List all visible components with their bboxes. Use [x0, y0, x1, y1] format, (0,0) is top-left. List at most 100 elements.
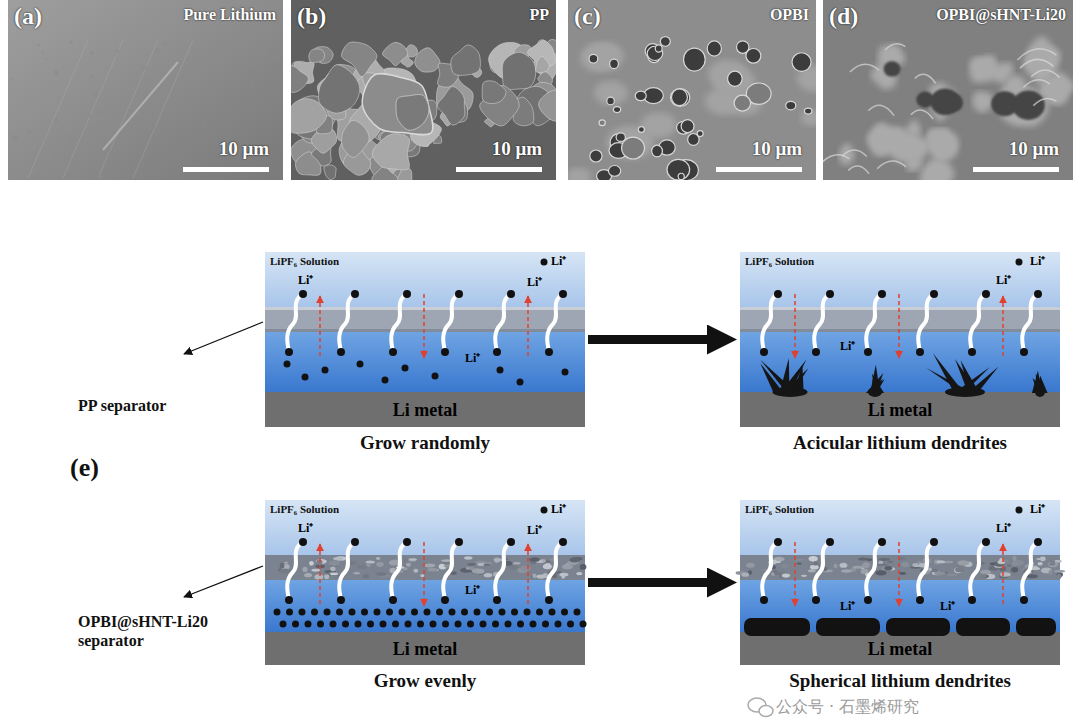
sem-micrograph — [568, 168, 591, 180]
lithium-deposit — [524, 609, 531, 616]
lithium-deposit — [467, 621, 474, 628]
panel-caption: Grow evenly — [235, 670, 615, 692]
sem-micrograph — [254, 119, 256, 121]
sem-micrograph — [915, 74, 936, 83]
separator-layer — [265, 307, 585, 332]
ion-channel — [403, 538, 411, 546]
ion-channel — [443, 294, 459, 352]
sem-micrograph — [54, 118, 58, 122]
ion-channel — [337, 348, 345, 356]
ion-channel — [968, 348, 976, 356]
lithium-deposit — [405, 621, 412, 628]
separator-layer — [366, 560, 375, 563]
lithium-deposit — [505, 621, 512, 628]
sem-micrograph — [309, 49, 325, 63]
separator-layer — [833, 564, 837, 569]
ion-channel — [507, 290, 515, 298]
sem-micrograph — [396, 94, 429, 130]
ion-channel — [774, 290, 782, 298]
sem-micrograph — [8, 0, 283, 180]
ion-channel — [391, 294, 407, 352]
separator-layer — [469, 566, 474, 570]
scale-label: 10 μm — [752, 138, 802, 160]
separator-layer — [406, 563, 411, 567]
separator-layer — [1003, 559, 1008, 562]
separator-layer — [877, 564, 888, 566]
separator-layer — [316, 559, 327, 564]
sem-micrograph — [842, 150, 867, 156]
separator-layer — [562, 564, 573, 569]
ion-label: Li⁺ — [465, 584, 480, 598]
ion-channel — [495, 542, 511, 600]
ion-channel — [760, 348, 768, 356]
separator-layer — [532, 573, 536, 578]
ion-channel — [866, 542, 882, 600]
sem-micrograph — [970, 58, 1000, 83]
separator-layer — [878, 558, 890, 561]
separator-layer — [302, 567, 307, 572]
lithium-deposit — [355, 621, 362, 628]
lithium-deposit — [744, 618, 1056, 636]
sem-micrograph — [451, 45, 481, 75]
sem-micrograph — [589, 54, 598, 63]
separator-layer — [284, 562, 288, 564]
scale-label: 10 μm — [219, 138, 269, 160]
ion-channel — [443, 542, 459, 600]
sem-micrograph — [839, 143, 855, 165]
separator-layer — [875, 570, 886, 575]
sem-micrograph — [792, 53, 811, 72]
separator-layer — [1012, 562, 1018, 566]
lithium-deposit — [1016, 618, 1056, 636]
sem-micrograph — [502, 52, 535, 89]
lithium-deposit — [317, 621, 324, 628]
ion-channel — [930, 290, 938, 298]
separator-layer — [358, 565, 368, 569]
lithium-deposit — [399, 609, 406, 616]
sem-micrograph — [437, 87, 465, 125]
sem-micrograph — [133, 40, 193, 178]
lithium-deposit — [284, 361, 291, 368]
lithium-deposit — [386, 609, 393, 616]
separator-layer — [354, 572, 361, 574]
scale-bar — [716, 167, 802, 172]
ion-channel — [351, 290, 359, 298]
separator-layer — [980, 570, 991, 575]
ion-flux-arrow — [1002, 296, 1004, 356]
lithium-deposit — [956, 618, 1010, 636]
lithium-deposit — [302, 374, 309, 381]
ion-channel — [826, 538, 834, 546]
ion-channel — [762, 294, 778, 352]
electrolyte-label: LiPF₆ Solution — [745, 255, 814, 268]
ion-channel — [774, 538, 782, 546]
lithium-deposit — [492, 621, 499, 628]
sem-micrograph — [202, 122, 206, 126]
sem-micrograph — [616, 133, 625, 142]
sem-micrograph — [594, 81, 628, 105]
lithium-deposit — [580, 621, 587, 628]
sem-image: (b)PP10 μm — [291, 0, 556, 180]
process-arrow — [588, 578, 718, 587]
sem-micrograph — [131, 119, 136, 124]
scale-label: 10 μm — [492, 138, 542, 160]
separator-layer — [376, 562, 384, 567]
sem-micrograph — [92, 92, 97, 97]
sem-micrograph — [53, 154, 56, 157]
lithium-deposit — [542, 621, 549, 628]
panel-letter: (b) — [297, 3, 326, 31]
ion-flux-arrow — [1002, 544, 1004, 604]
schematic-illustration — [265, 252, 585, 427]
separator-layer — [569, 557, 580, 562]
separator-layer — [1026, 574, 1038, 578]
lithium-deposit — [342, 621, 349, 628]
ion-label: Li⁺ — [298, 274, 313, 288]
ion-channel — [864, 596, 872, 604]
ion-label: Li⁺ — [465, 352, 480, 366]
sem-micrograph — [1017, 49, 1056, 60]
separator-layer — [304, 573, 312, 577]
ion-channel — [916, 348, 924, 356]
separator-layer — [813, 561, 817, 565]
sem-micrograph — [905, 119, 921, 136]
lithium-deposit — [436, 609, 443, 616]
sem-micrograph — [291, 0, 556, 180]
separator-layer — [484, 573, 492, 577]
